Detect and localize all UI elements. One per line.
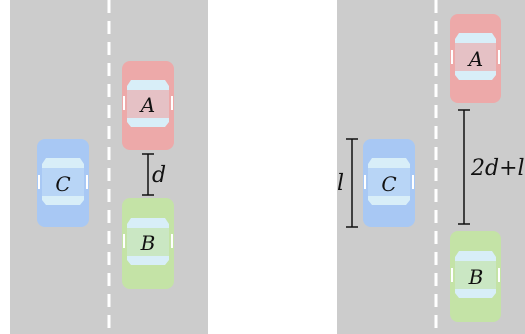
left-gap-bracket bbox=[142, 153, 154, 196]
right-gap-label: 2d+l bbox=[470, 156, 525, 181]
left-gap-label: d bbox=[152, 163, 166, 188]
left-car-c: C bbox=[37, 139, 89, 227]
right-car-a: A bbox=[450, 14, 501, 103]
right-car-b-label: B bbox=[468, 265, 484, 289]
right-car-b: B bbox=[450, 231, 501, 322]
right-length-label: l bbox=[337, 171, 344, 196]
right-gap-bracket bbox=[458, 109, 470, 225]
left-car-b: B bbox=[122, 198, 174, 289]
left-car-a: A bbox=[122, 61, 174, 150]
right-length-bracket bbox=[346, 138, 358, 228]
right-car-c-label: C bbox=[381, 172, 396, 196]
right-car-c: C bbox=[363, 139, 415, 227]
right-car-a-label: A bbox=[467, 47, 483, 71]
left-car-a-label: A bbox=[139, 93, 155, 117]
right-panel: A B C l bbox=[337, 0, 525, 334]
left-panel: A B C d bbox=[10, 0, 208, 334]
left-car-c-label: C bbox=[55, 172, 70, 196]
left-car-b-label: B bbox=[140, 231, 156, 255]
